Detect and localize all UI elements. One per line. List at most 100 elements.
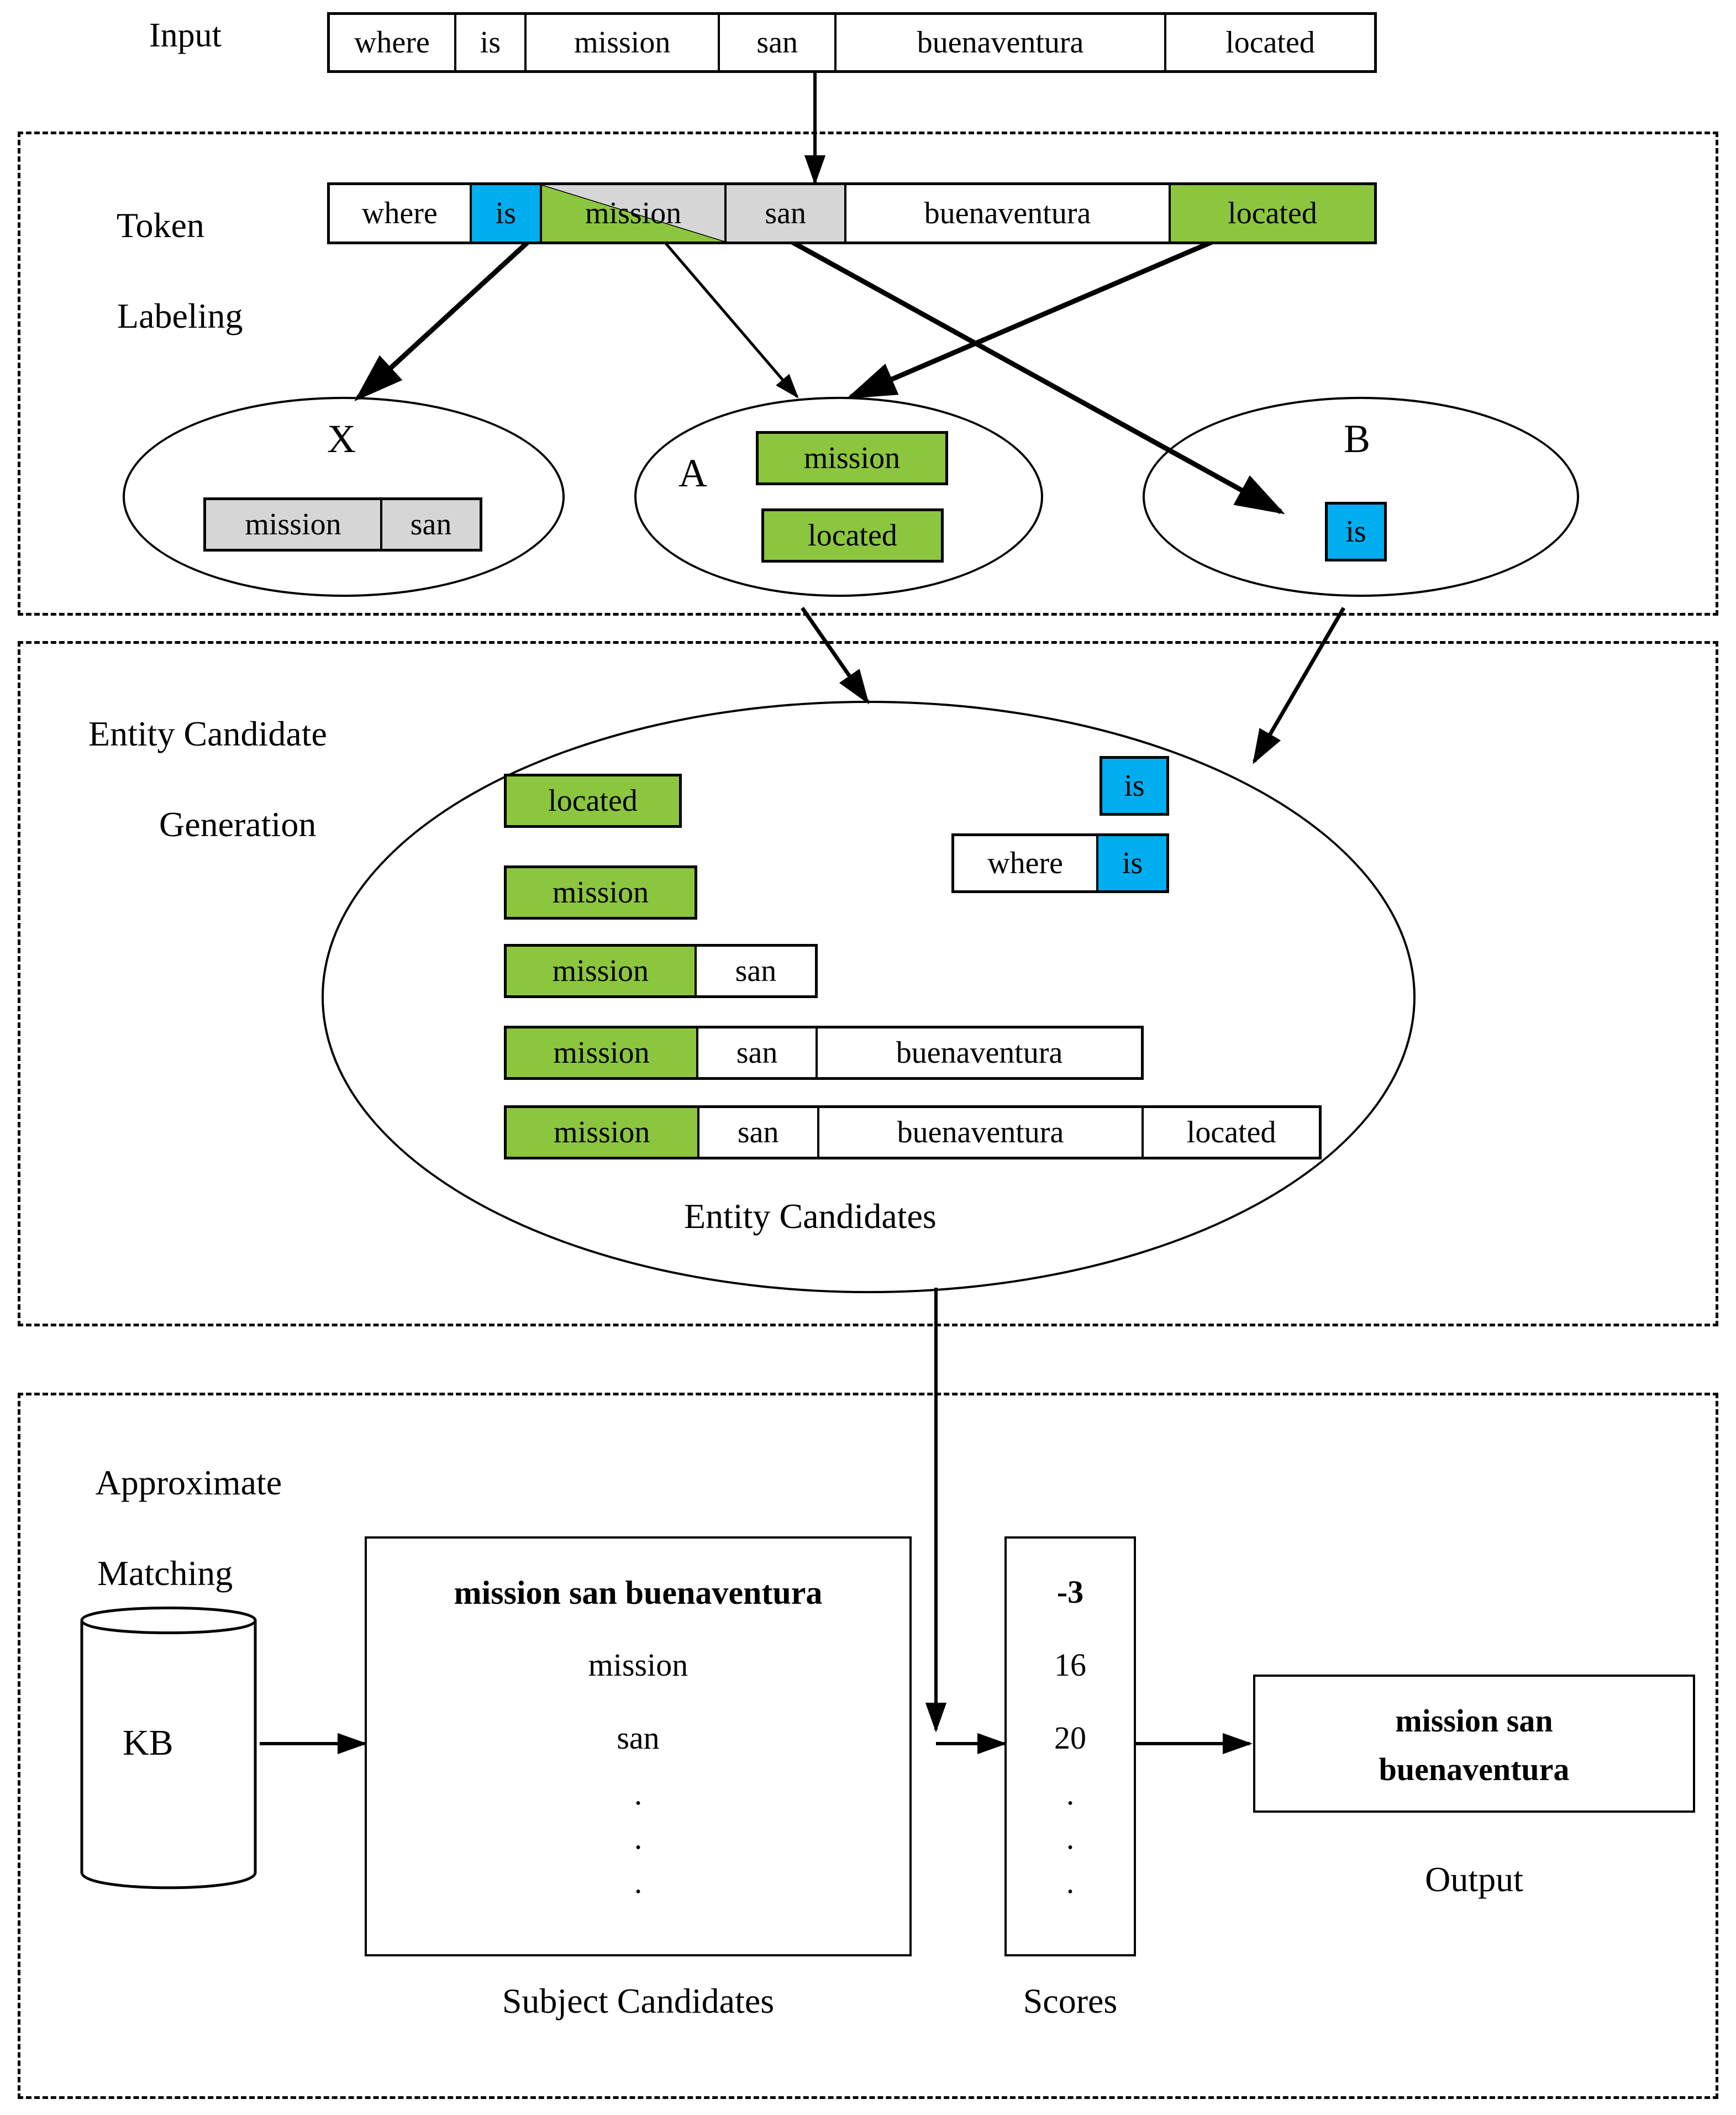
kb-cylinder-shape — [80, 1607, 257, 1890]
scores-ellipsis-dot: · — [1065, 1873, 1076, 1909]
entity-candidate-row: located — [504, 774, 682, 828]
token-labeling-label-line2: Labeling — [117, 296, 243, 335]
group-x-chip-cell: mission — [206, 500, 382, 549]
subject-candidate-row: mission san buenaventura — [454, 1575, 823, 1611]
labeled-token-where: where — [330, 185, 472, 242]
candidate-cell: buenaventura — [818, 1028, 1141, 1077]
subject-candidates-ellipsis-dot: · — [633, 1829, 644, 1865]
input-token-cell: where — [330, 15, 456, 70]
candidate-cell: is — [1102, 759, 1166, 813]
labeled-token-text: where — [361, 196, 438, 230]
candidate-cell-text: is — [1122, 846, 1143, 880]
output-box: mission san buenaventura — [1253, 1675, 1695, 1813]
candidate-cell-text: mission — [553, 1036, 650, 1070]
candidate-cell: where — [954, 836, 1099, 890]
group-ellipse-x — [123, 397, 565, 597]
group-b-chip-is: is — [1325, 502, 1387, 561]
labeled-token-text: located — [1228, 196, 1317, 230]
labeled-token-located: located — [1170, 185, 1375, 242]
entity-candidate-generation-section-label: Entity Candidate Generation — [53, 666, 327, 893]
ecg-label-line1: Entity Candidate — [88, 713, 327, 753]
candidate-cell: is — [1098, 836, 1166, 890]
score-value: 20 — [1054, 1720, 1086, 1756]
labeled-token-text: san — [765, 196, 806, 230]
labeled-token-san: san — [727, 185, 847, 242]
group-ellipse-b — [1143, 397, 1579, 597]
output-line2: buenaventura — [1379, 1751, 1570, 1787]
entity-candidates-caption: Entity Candidates — [684, 1196, 937, 1236]
candidate-cell-text: is — [1124, 769, 1145, 803]
subject-candidate-row: mission — [588, 1647, 688, 1683]
group-x-chip-row: mission san — [203, 497, 482, 552]
candidate-cell-text: where — [987, 846, 1064, 880]
group-x-chip-text: mission — [245, 507, 341, 542]
input-token-cell: san — [720, 15, 837, 70]
scores-ellipsis-dot: · — [1065, 1785, 1076, 1821]
group-a-chip-located: located — [761, 508, 944, 563]
subject-candidates-caption: Subject Candidates — [502, 1981, 775, 2020]
group-x-chip-text: san — [410, 507, 452, 542]
token-labeling-label-line1: Token — [116, 205, 204, 245]
input-token-text: mission — [574, 25, 671, 60]
entity-candidates-ellipse — [322, 701, 1416, 1293]
group-a-chip-text: located — [808, 518, 897, 553]
candidate-cell-text: mission — [554, 1115, 650, 1150]
scores-panel: -3 16 20 · · · — [1004, 1536, 1136, 1956]
subject-candidate-row: san — [617, 1720, 660, 1756]
group-x-chip-cell: san — [382, 500, 480, 549]
input-token-text: is — [480, 25, 501, 60]
group-a-chip-mission: mission — [756, 431, 948, 485]
score-value: -3 — [1056, 1574, 1084, 1610]
candidate-cell: san — [698, 1028, 818, 1077]
candidate-cell: buenaventura — [819, 1108, 1144, 1157]
output-line1: mission san — [1395, 1703, 1553, 1739]
labeled-token-text: mission — [585, 196, 682, 230]
input-token-cell: is — [456, 15, 527, 70]
group-a-label: A — [678, 451, 707, 495]
group-b-label: B — [1344, 417, 1371, 461]
entity-candidate-generation-section-frame — [18, 641, 1718, 1326]
labeled-token-buenaventura: buenaventura — [846, 185, 1171, 242]
approximate-matching-section-label: Approximate Matching — [62, 1415, 282, 1641]
group-ellipse-a — [634, 397, 1043, 597]
ecg-label-line2: Generation — [159, 804, 317, 844]
input-token-text: located — [1225, 25, 1315, 60]
group-a-chip-text: mission — [803, 441, 901, 475]
entity-candidate-row: mission — [504, 865, 697, 920]
entity-candidate-row: is — [1100, 756, 1169, 816]
labeled-token-text: buenaventura — [924, 196, 1091, 230]
token-labeling-section-frame — [18, 132, 1718, 616]
score-value: 16 — [1054, 1647, 1086, 1683]
candidate-cell: san — [696, 947, 815, 995]
candidate-cell: san — [699, 1108, 819, 1157]
input-token-text: san — [756, 25, 798, 60]
labeled-token-mission: mission — [542, 185, 727, 242]
candidate-cell: mission — [507, 947, 697, 995]
candidate-cell-text: san — [737, 1115, 779, 1150]
input-token-text: buenaventura — [917, 25, 1084, 60]
candidate-cell: mission — [507, 1028, 698, 1077]
candidate-cell-text: buenaventura — [897, 1115, 1064, 1150]
candidate-cell-text: san — [736, 1036, 778, 1070]
group-b-chip-text: is — [1345, 515, 1366, 549]
entity-candidate-row: mission san buenaventura — [504, 1026, 1144, 1080]
input-token-cell: buenaventura — [837, 15, 1167, 70]
approximate-matching-section-frame — [18, 1393, 1718, 2099]
candidate-cell-text: mission — [552, 954, 649, 988]
subject-candidates-ellipsis-dot: · — [633, 1873, 644, 1909]
subject-candidates-panel: mission san buenaventura mission san · ·… — [365, 1536, 912, 1956]
input-label: Input — [149, 17, 222, 54]
candidate-cell: located — [507, 776, 679, 825]
candidate-cell: mission — [507, 868, 695, 917]
kb-cylinder — [77, 1592, 260, 1901]
candidate-cell-text: mission — [552, 875, 649, 910]
labeled-token-is: is — [471, 185, 542, 242]
am-label-line1: Approximate — [95, 1462, 282, 1502]
input-token-cell: located — [1166, 15, 1374, 70]
kb-label: KB — [123, 1723, 173, 1763]
input-token-strip: where is mission san buenaventura locate… — [327, 12, 1377, 73]
token-labeling-strip: where is mission san buenaventura locate… — [327, 182, 1377, 244]
candidate-cell-text: buenaventura — [896, 1036, 1063, 1070]
am-label-line2: Matching — [97, 1553, 233, 1593]
